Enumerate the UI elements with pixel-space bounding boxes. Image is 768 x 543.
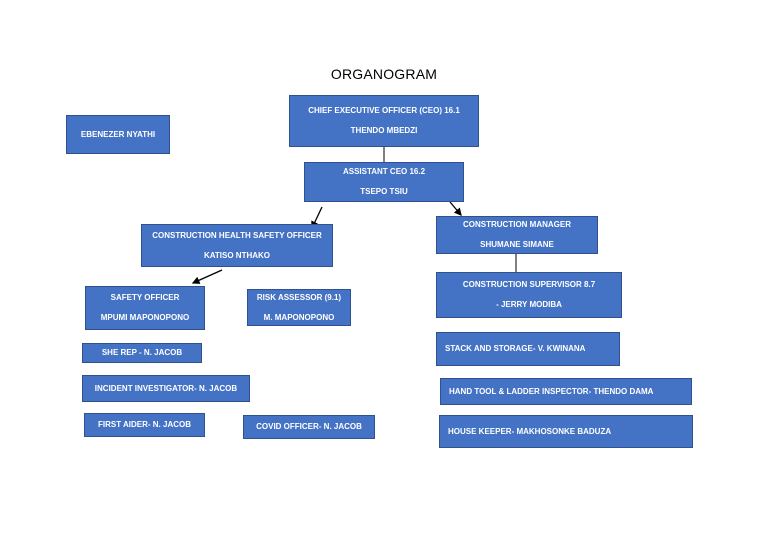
box-first-aider: FIRST AIDER- N. JACOB (84, 413, 205, 437)
box-house-keeper: HOUSE KEEPER- MAKHOSONKE BADUZA (439, 415, 693, 448)
box-ceo-name: THENDO MBEDZI (350, 126, 418, 135)
box-stack-storage-label: STACK AND STORAGE- V. KWINANA (445, 344, 586, 353)
box-ceo-title: CHIEF EXECUTIVE OFFICER (CEO) 16.1 (308, 106, 460, 115)
box-incident-investigator-label: INCIDENT INVESTIGATOR- N. JACOB (94, 383, 238, 393)
box-safety-officer-name: MPUMI MAPONOPONO (100, 313, 190, 322)
arrow-assistant-to-construction-manager (449, 201, 462, 216)
box-incident-investigator: INCIDENT INVESTIGATOR- N. JACOB (82, 375, 250, 402)
box-she-rep: SHE REP - N. JACOB (82, 343, 202, 363)
box-risk-assessor: RISK ASSESSOR (9.1) M. MAPONOPONO (247, 289, 351, 326)
box-hand-tool-inspector-label: HAND TOOL & LADDER INSPECTOR- THENDO DAM… (449, 386, 654, 396)
box-construction-supervisor-name: - JERRY MODIBA (496, 300, 562, 309)
box-chs-officer: CONSTRUCTION HEALTH SAFETY OFFICER KATIS… (141, 224, 333, 267)
arrow-chs-officer-to-safety-officer (191, 269, 223, 284)
box-first-aider-label: FIRST AIDER- N. JACOB (97, 420, 192, 429)
box-ebenezer-nyathi: EBENEZER NYATHI (66, 115, 170, 154)
box-construction-manager-name: SHUMANE SIMANE (480, 240, 554, 249)
box-safety-officer: SAFETY OFFICER MPUMI MAPONOPONO (85, 286, 205, 330)
box-stack-storage: STACK AND STORAGE- V. KWINANA (436, 332, 620, 366)
box-ebenezer-nyathi-name: EBENEZER NYATHI (80, 129, 156, 139)
box-assistant-ceo: ASSISTANT CEO 16.2 TSEPO TSIU (304, 162, 464, 202)
box-risk-assessor-title: RISK ASSESSOR (9.1) (256, 292, 342, 302)
box-assistant-ceo-title: ASSISTANT CEO 16.2 (342, 167, 426, 176)
box-construction-manager-title: CONSTRUCTION MANAGER (463, 220, 571, 229)
box-ceo: CHIEF EXECUTIVE OFFICER (CEO) 16.1 THEND… (289, 95, 479, 147)
box-house-keeper-label: HOUSE KEEPER- MAKHOSONKE BADUZA (448, 426, 612, 436)
box-covid-officer-label: COVID OFFICER- N. JACOB (256, 422, 362, 431)
box-construction-supervisor: CONSTRUCTION SUPERVISOR 8.7 - JERRY MODI… (436, 272, 622, 318)
box-construction-manager: CONSTRUCTION MANAGER SHUMANE SIMANE (436, 216, 598, 254)
box-risk-assessor-name: M. MAPONOPONO (263, 312, 335, 322)
diagram-title: ORGANOGRAM (330, 66, 438, 82)
box-she-rep-label: SHE REP - N. JACOB (101, 348, 183, 357)
box-safety-officer-title: SAFETY OFFICER (110, 293, 180, 302)
box-chs-officer-name: KATISO NTHAKO (203, 250, 271, 260)
box-construction-supervisor-title: CONSTRUCTION SUPERVISOR 8.7 (462, 280, 596, 289)
box-covid-officer: COVID OFFICER- N. JACOB (243, 415, 375, 439)
box-chs-officer-title: CONSTRUCTION HEALTH SAFETY OFFICER (152, 230, 322, 240)
box-hand-tool-inspector: HAND TOOL & LADDER INSPECTOR- THENDO DAM… (440, 378, 692, 405)
box-assistant-ceo-name: TSEPO TSIU (360, 187, 408, 196)
